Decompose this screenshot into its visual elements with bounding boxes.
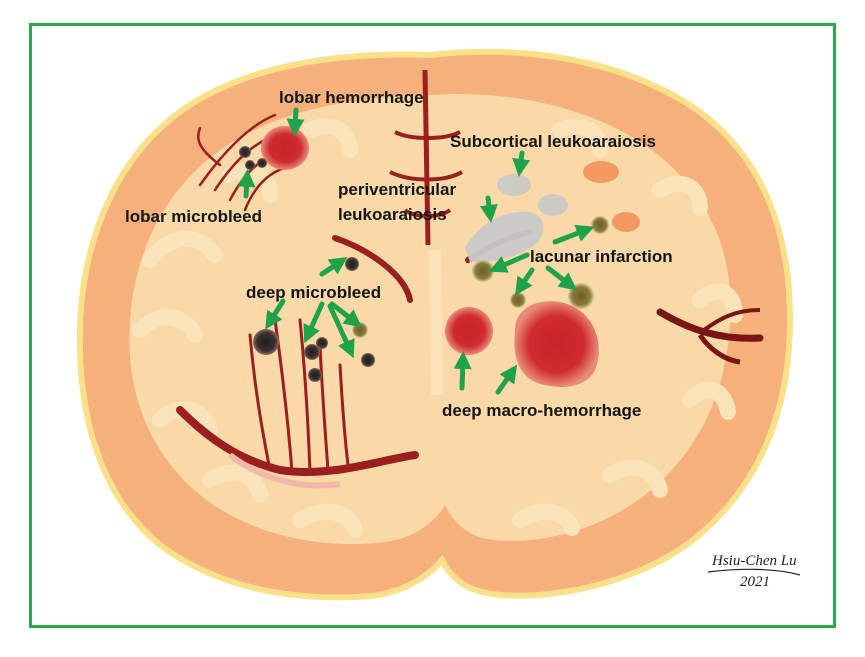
left-ventricle <box>332 235 413 303</box>
right-sylvian-vessel <box>656 308 764 342</box>
pointer-arrows <box>237 107 595 395</box>
periventricular-leukoaraiosis <box>465 211 544 262</box>
arrow-deep-microbleed-1 <box>319 257 348 277</box>
arrow-lacunar-4 <box>545 265 578 291</box>
arrow-deep-microbleed-5 <box>327 303 355 359</box>
label-periventricular-line1: periventricular <box>338 180 456 199</box>
label-subcortical-leukoaraiosis: Subcortical leukoaraiosis <box>450 132 656 151</box>
artist-signature: Hsiu-Chen Lu 2021 <box>707 553 801 590</box>
arrow-deep-macro-1 <box>453 351 472 391</box>
deep-macro-hemorrhage-right <box>514 301 599 387</box>
arrow-deep-microbleed-3 <box>303 301 325 344</box>
arrow-lobar-microbleed <box>237 169 256 199</box>
cortical-patch <box>612 212 640 232</box>
gyri <box>132 118 743 538</box>
deep-microbleeds <box>253 257 375 382</box>
arrow-periventricular <box>479 195 498 223</box>
lobar-microbleeds <box>239 146 267 170</box>
label-lobar-microbleed: lobar microbleed <box>125 207 262 226</box>
signature-name: Hsiu-Chen Lu <box>711 553 797 569</box>
arrow-deep-macro-2 <box>495 364 518 395</box>
label-lobar-hemorrhage: lobar hemorrhage <box>279 88 424 107</box>
arrow-lacunar-2 <box>552 224 595 245</box>
label-lacunar-infarction: lacunar infarction <box>530 247 673 266</box>
vessel-highlight <box>228 452 341 489</box>
figure-frame <box>29 23 836 628</box>
cortical-patch <box>583 161 619 183</box>
arrow-subcortical <box>512 150 531 177</box>
arrow-deep-microbleed-2 <box>265 298 286 330</box>
signature-year: 2021 <box>740 574 770 590</box>
arrow-lobar-hemorrhage <box>286 107 305 137</box>
label-periventricular-line2: leukoaraiosis <box>338 205 447 224</box>
lacunar-infarctions <box>352 216 609 338</box>
subcortical-leukoaraiosis <box>497 174 568 216</box>
arrow-lacunar-1 <box>488 252 530 273</box>
arrow-deep-microbleed-4 <box>329 301 363 328</box>
arrow-lacunar-3 <box>515 267 535 296</box>
lobar-hemorrhage-lesion <box>261 126 309 170</box>
label-deep-macro-hemorrhage: deep macro-hemorrhage <box>442 401 641 420</box>
label-deep-microbleed: deep microbleed <box>246 283 381 302</box>
deep-macro-hemorrhage-left <box>445 307 493 355</box>
